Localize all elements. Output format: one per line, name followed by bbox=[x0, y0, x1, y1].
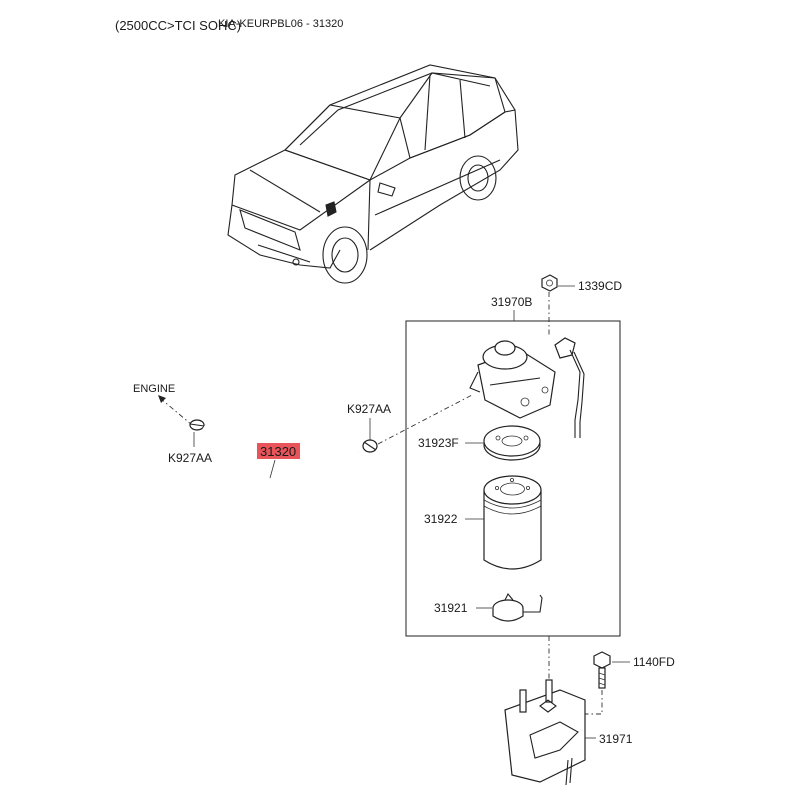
right-clamp[interactable] bbox=[362, 439, 378, 453]
filter-assembly-frame bbox=[405, 320, 621, 637]
bolt-part[interactable] bbox=[593, 651, 611, 689]
vehicle-illustration bbox=[227, 64, 519, 284]
fuel-hose[interactable] bbox=[202, 421, 360, 495]
sensor-label: 31921 bbox=[434, 601, 468, 615]
bolt-label: 1140FD bbox=[633, 655, 675, 669]
hose-part-label[interactable]: 31320 bbox=[260, 444, 296, 459]
filter-cartridge[interactable] bbox=[483, 475, 542, 570]
hose-to-filter-line bbox=[377, 394, 473, 445]
nut-label: 1339CD bbox=[578, 279, 622, 293]
engine-arrow-icon bbox=[158, 395, 166, 403]
nut-part[interactable] bbox=[541, 274, 558, 292]
hose-leader bbox=[269, 459, 276, 479]
engine-label: ENGINE bbox=[133, 383, 175, 395]
gasket-label: 31923F bbox=[418, 436, 459, 450]
variant-label: (2500CC>TCI SOHC) bbox=[115, 18, 241, 33]
mounting-bracket[interactable] bbox=[504, 679, 586, 786]
right-clamp-label: K927AA bbox=[347, 402, 391, 416]
filter-head[interactable] bbox=[469, 340, 556, 419]
left-clamp[interactable] bbox=[189, 419, 205, 431]
gasket-ring[interactable] bbox=[483, 425, 541, 461]
filter-label: 31922 bbox=[424, 512, 458, 526]
bracket-label: 31971 bbox=[599, 732, 633, 746]
hose-part-highlight bbox=[257, 443, 300, 459]
wire-harness[interactable] bbox=[554, 337, 585, 438]
engine-direction-line bbox=[159, 397, 193, 426]
reference-label: KIA-KEURPBL06 - 31320 bbox=[218, 18, 343, 30]
filter-head-label: 31970B bbox=[491, 295, 532, 309]
water-sensor[interactable] bbox=[492, 593, 543, 622]
left-clamp-label: K927AA bbox=[168, 451, 212, 465]
